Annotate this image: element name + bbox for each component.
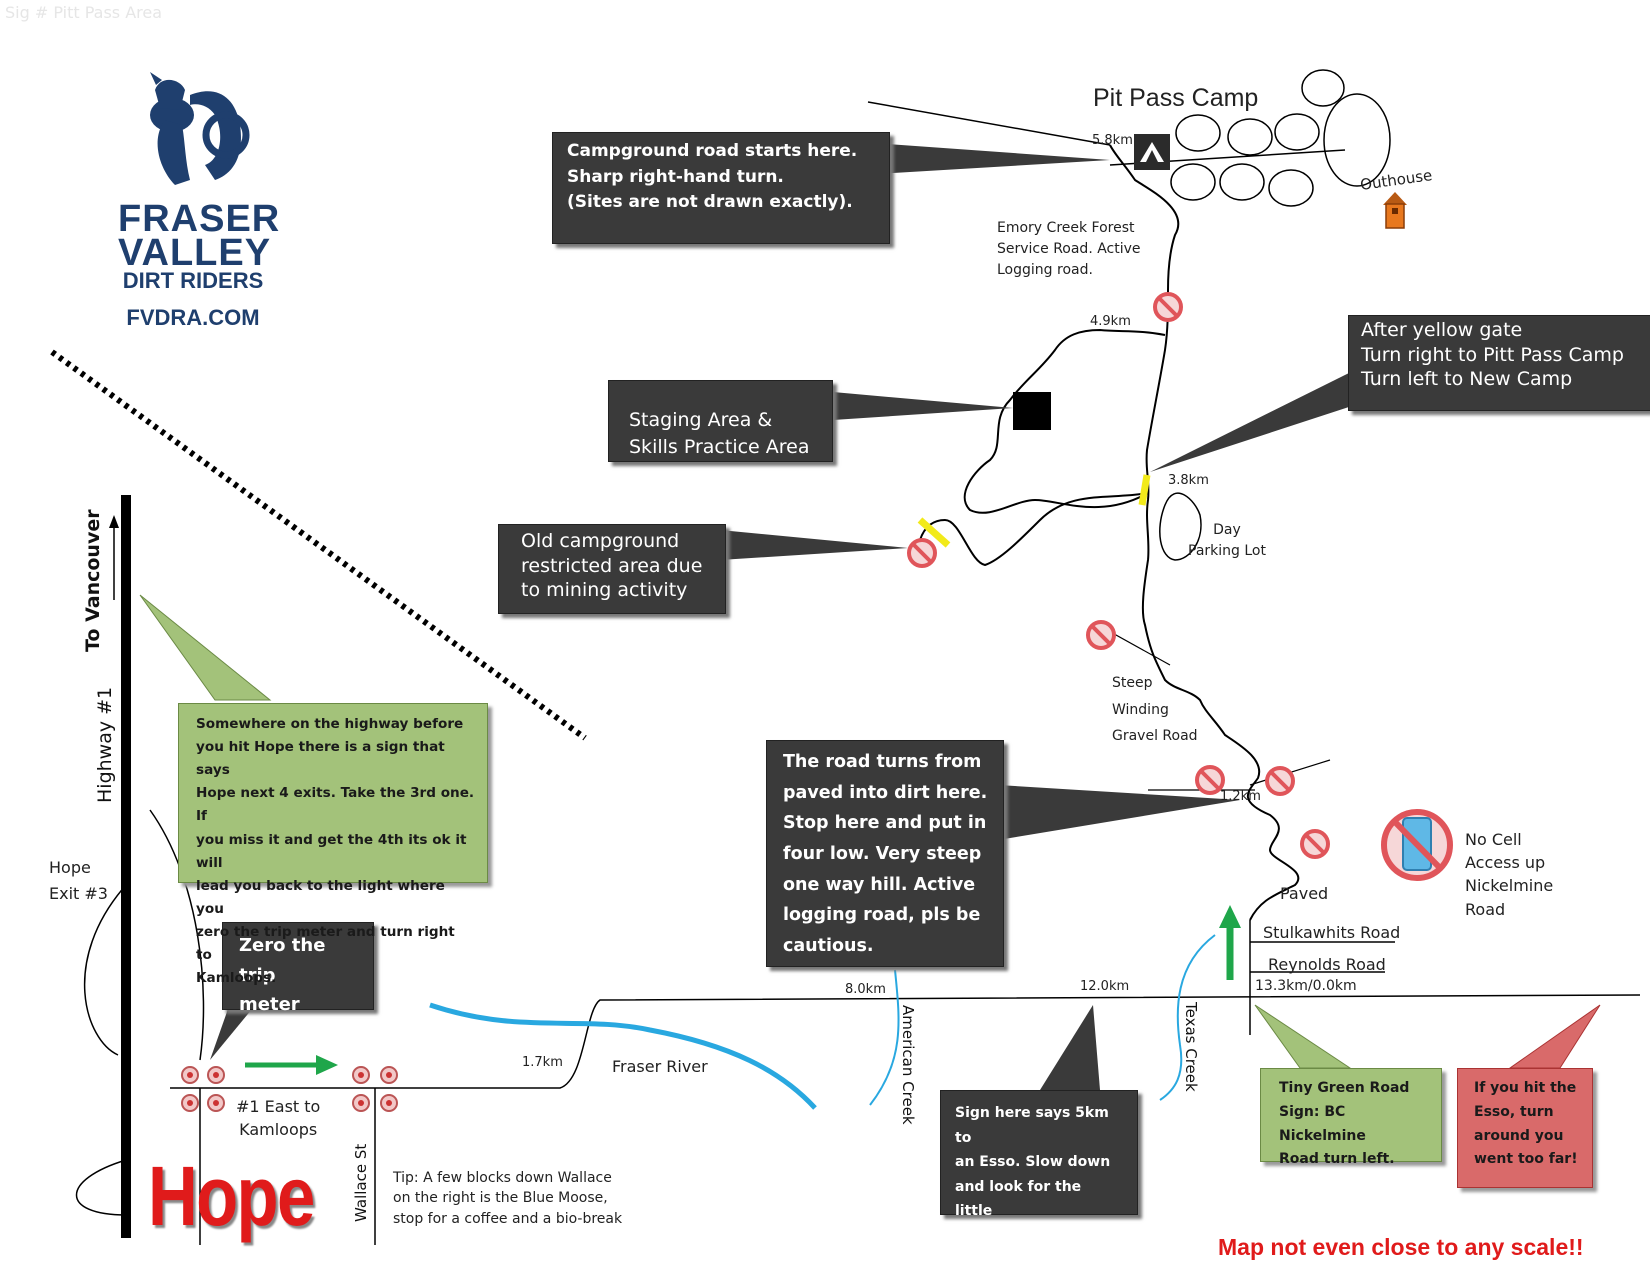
steep-label: Steep Winding Gravel Road xyxy=(1112,675,1198,745)
yellow-gate xyxy=(1138,474,1151,506)
camp-sites xyxy=(1170,69,1391,207)
emory-label: Emory Creek Forest Service Road. Active … xyxy=(997,220,1141,278)
exit-ramp xyxy=(83,884,127,1056)
callout-tiny-green: Tiny Green Road Sign: BC Nickelmine Road… xyxy=(1260,1068,1442,1167)
exit-ramp-right xyxy=(149,809,205,1061)
stulkawhits-label: Stulkawhits Road xyxy=(1263,923,1401,942)
old-camp-pointer xyxy=(720,530,908,560)
day-parking-lot xyxy=(1159,492,1202,561)
staging-area-marker xyxy=(1013,392,1051,430)
highway-east-road xyxy=(170,994,1641,1089)
callout-zero-trip: Zero the trip meter here! xyxy=(222,922,374,1045)
esso-sign-pointer xyxy=(1040,1005,1100,1090)
outhouse-icon xyxy=(1383,192,1407,229)
day-parking-label: Day Parking Lot xyxy=(1188,522,1266,559)
tip-label: Tip: A few blocks down Wallace on the ri… xyxy=(393,1170,623,1227)
distance-8-0km: 8.0km xyxy=(845,982,886,997)
scale-warning: Map not even close to any scale!! xyxy=(1218,1234,1584,1260)
logo-site: FVDRA.COM xyxy=(126,305,260,330)
distance-1-2km: 1.2km xyxy=(1220,789,1261,804)
reynolds-label: Reynolds Road xyxy=(1268,955,1386,974)
callout-old-camp: Old campground restricted area due to mi… xyxy=(498,524,726,614)
to-vancouver-arrow xyxy=(109,515,119,528)
old-camp-road xyxy=(919,492,1149,567)
american-creek xyxy=(869,969,900,1106)
camp-access-road xyxy=(867,101,1111,146)
hope-loop xyxy=(75,1159,127,1216)
green-arrow-east xyxy=(316,1055,338,1075)
american-creek-label: American Creek xyxy=(899,1005,917,1125)
main-forest-road xyxy=(1109,144,1300,921)
old-camp-gate xyxy=(917,517,951,548)
distance-5-8km: 5.8km xyxy=(1092,133,1133,148)
callout-esso-turn: If you hit the Esso, turn around you wen… xyxy=(1457,1068,1593,1188)
no-cell-icon xyxy=(1381,809,1453,881)
wallace-label: Wallace St xyxy=(352,1143,370,1222)
highway-label: Highway #1 xyxy=(94,686,116,803)
esso-turn-pointer xyxy=(1508,1004,1601,1069)
green-arrow-north xyxy=(1219,905,1241,928)
distance-3-8km: 3.8km xyxy=(1168,473,1209,488)
distance-13-3km: 13.3km/0.0km xyxy=(1255,978,1357,994)
campground-pointer xyxy=(860,142,1110,175)
distance-1-7km: 1.7km xyxy=(522,1055,563,1070)
road-turns-pointer xyxy=(998,785,1240,840)
camp-title: Pit Pass Camp xyxy=(1093,84,1259,112)
hope-label: Hope xyxy=(148,1149,315,1243)
callout-highway-sign: Somewhere on the highway before you hit … xyxy=(178,703,488,986)
fraser-river-label: Fraser River xyxy=(612,1057,708,1076)
callout-road-turns: The road turns from paved into dirt here… xyxy=(766,740,1004,967)
logo-line3: DIRT RIDERS xyxy=(122,268,264,293)
distance-4-9km: 4.9km xyxy=(1090,314,1131,329)
hope-exit-label: Hope Exit #3 xyxy=(49,858,108,903)
distance-12-0km: 12.0km xyxy=(1080,979,1130,994)
east-kamloops-label: #1 East to Kamloops xyxy=(236,1097,321,1140)
staging-loop xyxy=(963,328,1166,514)
callout-esso-sign: Sign here says 5km to an Esso. Slow down… xyxy=(940,1090,1138,1244)
paved-label: Paved xyxy=(1280,884,1329,903)
logo-line1: FRASER xyxy=(118,198,281,240)
faint-header: Sig # Pitt Pass Area xyxy=(5,3,162,22)
fraser-river xyxy=(429,1002,817,1110)
texas-creek-label: Texas Creek xyxy=(1182,1002,1200,1092)
tiny-green-pointer xyxy=(1254,1004,1352,1069)
highway-sign-pointer xyxy=(139,594,272,701)
to-vancouver-label: To Vancouver xyxy=(82,509,104,652)
staging-pointer xyxy=(833,392,1013,420)
callout-campground: Campground road starts here. Sharp right… xyxy=(552,132,890,244)
yellow-gate-pointer xyxy=(1150,370,1355,472)
no-cell-label: No Cell Access up Nickelmine Road xyxy=(1465,830,1554,919)
rider-logo-icon xyxy=(150,72,250,185)
logo-line2: VALLEY xyxy=(118,232,272,274)
callout-staging: Staging Area & Skills Practice Area xyxy=(608,380,833,462)
divider-dotted xyxy=(50,349,587,741)
texas-creek xyxy=(1159,934,1216,1101)
callout-yellow-gate: After yellow gate Turn right to Pitt Pas… xyxy=(1348,315,1650,411)
